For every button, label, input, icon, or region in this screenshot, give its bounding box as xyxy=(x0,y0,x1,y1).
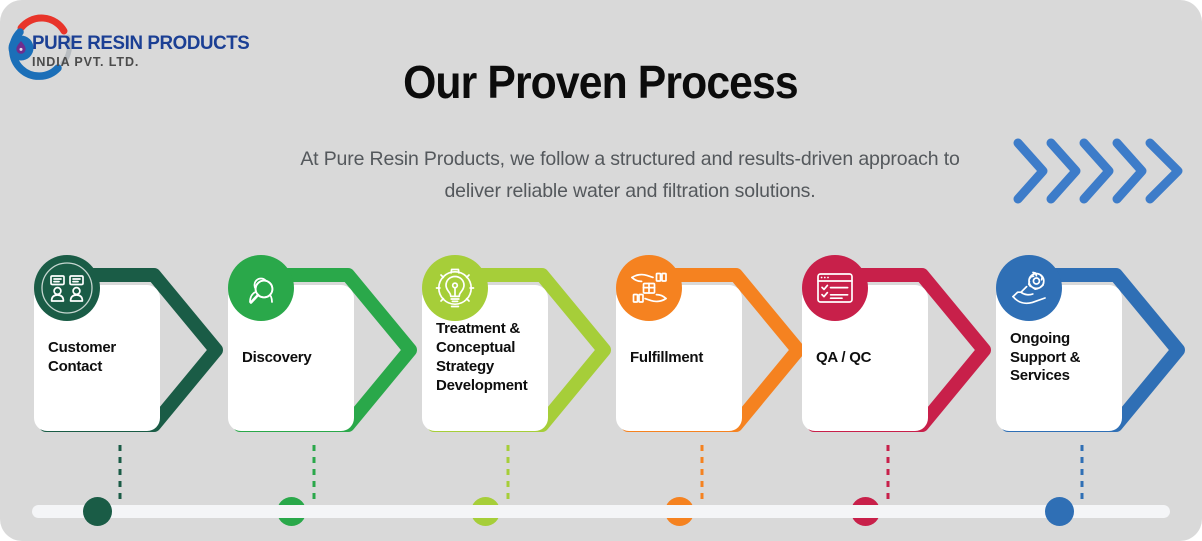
page-title-text: Our Proven Process xyxy=(402,56,799,109)
step-6-ongoing-support[interactable]: Ongoing Support & Services xyxy=(988,255,1196,507)
step-2-label: Discovery xyxy=(242,348,312,366)
step-6-connector xyxy=(1080,445,1084,512)
step-3-treatment-strategy[interactable]: Treatment & Conceptual Strategy Developm… xyxy=(414,255,622,507)
person-magnifier-icon xyxy=(228,255,294,321)
step-5-label: QA / QC xyxy=(816,348,872,366)
two-users-screens-icon xyxy=(34,255,100,321)
step-3-connector xyxy=(506,445,510,512)
checklist-window-icon xyxy=(802,255,868,321)
step-4-label: Fulfillment xyxy=(630,348,704,366)
timeline-rail xyxy=(32,505,1170,518)
logo-line-2: INDIA PVT. LTD. xyxy=(32,54,140,69)
step-3-label: Treatment & Conceptual Strategy Developm… xyxy=(436,320,528,394)
timeline-dot-6 xyxy=(1045,497,1074,526)
step-4-connector xyxy=(700,445,704,512)
timeline-dot-1 xyxy=(83,497,112,526)
step-5-connector xyxy=(886,445,890,512)
step-2-discovery[interactable]: Discovery xyxy=(220,255,428,507)
page-title: Our Proven Process xyxy=(0,56,1201,109)
step-2-connector xyxy=(312,445,316,512)
hands-package-icon xyxy=(616,255,682,321)
page-subtitle: At Pure Resin Products, we follow a stru… xyxy=(300,148,960,202)
step-1-label: Customer Contact xyxy=(48,339,117,375)
step-1-customer-contact[interactable]: Customer Contact xyxy=(26,255,234,507)
lightbulb-gear-icon xyxy=(422,255,488,321)
hand-gear-support-icon xyxy=(996,255,1062,321)
step-5-qa-qc[interactable]: QA / QC xyxy=(794,255,1002,507)
logo-wordmark: PURE RESIN PRODUCTS INDIA PVT. LTD. xyxy=(32,32,250,70)
step-4-fulfillment[interactable]: Fulfillment xyxy=(608,255,816,507)
step-1-connector xyxy=(118,445,122,512)
step-6-label: Ongoing Support & Services xyxy=(1010,329,1081,385)
water-drop-circle-logo-icon xyxy=(6,10,80,84)
logo-line-1: PURE RESIN PRODUCTS xyxy=(32,32,250,54)
chevrons-right-icon xyxy=(1012,135,1184,207)
company-logo: PURE RESIN PRODUCTS INDIA PVT. LTD. xyxy=(4,8,250,88)
